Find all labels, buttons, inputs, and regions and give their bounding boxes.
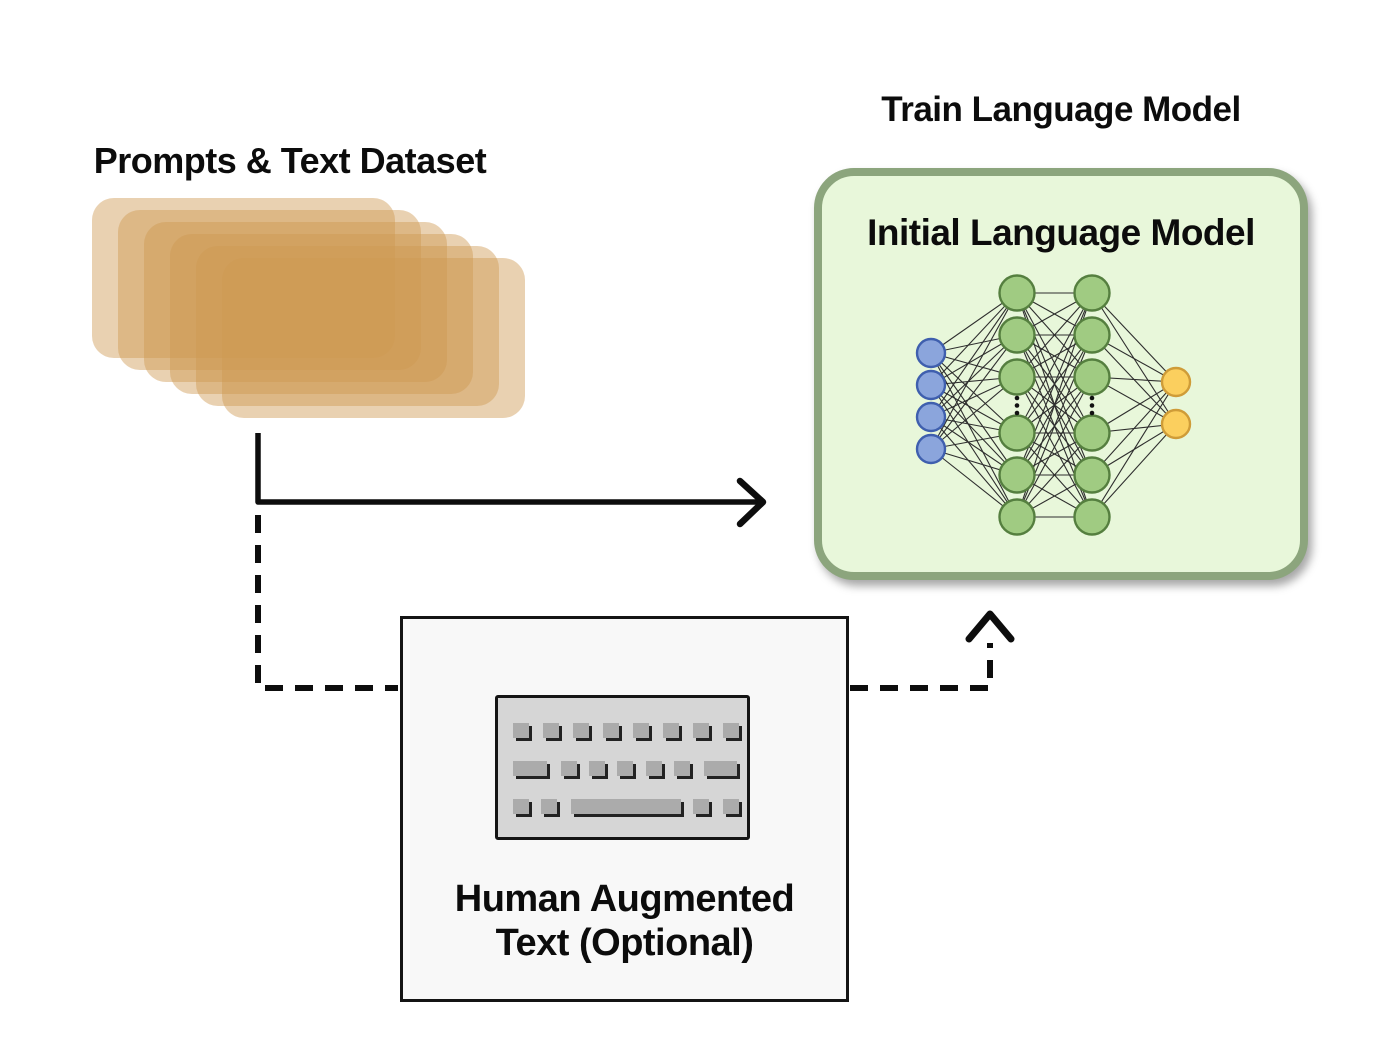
human-dashed-path-left xyxy=(255,515,398,691)
dataset-card xyxy=(92,198,395,358)
train-title: Train Language Model xyxy=(881,90,1241,129)
keyboard-icon xyxy=(495,695,750,840)
keyboard-key xyxy=(693,723,709,738)
model-title: Initial Language Model xyxy=(867,212,1255,253)
human-augmented-label-line1: Human Augmented xyxy=(454,878,795,920)
keyboard-key xyxy=(561,761,577,776)
dataset-title: Prompts & Text Dataset xyxy=(93,140,487,181)
dataset-card xyxy=(118,210,421,370)
human-dashed-path-right xyxy=(850,643,993,691)
train-arrow-line xyxy=(255,433,760,505)
keyboard-key xyxy=(633,723,649,738)
keyboard-key xyxy=(674,761,690,776)
human-augmented-label: Human Augmented Text (Optional) xyxy=(403,877,846,965)
dataset-card xyxy=(170,234,473,394)
keyboard-key xyxy=(513,761,547,776)
keyboard-key xyxy=(589,761,605,776)
human-arrow-head xyxy=(965,610,1015,643)
dataset-card xyxy=(144,222,447,382)
keyboard-key xyxy=(513,799,529,814)
keyboard-key xyxy=(723,723,739,738)
keyboard-key xyxy=(543,723,559,738)
keyboard-key xyxy=(646,761,662,776)
keyboard-key xyxy=(541,799,557,814)
keyboard-key xyxy=(617,761,633,776)
keyboard-key xyxy=(704,761,737,776)
keyboard-key xyxy=(573,723,589,738)
keyboard-key xyxy=(723,799,739,814)
train-arrow-head xyxy=(736,477,767,528)
initial-language-model-box: Initial Language Model xyxy=(814,168,1308,580)
keyboard-key xyxy=(663,723,679,738)
dataset-card xyxy=(222,258,525,418)
keyboard-key xyxy=(693,799,709,814)
keyboard-key xyxy=(571,799,681,814)
keyboard-key xyxy=(603,723,619,738)
keyboard-key xyxy=(513,723,529,738)
human-augmented-box: Human Augmented Text (Optional) xyxy=(400,616,849,1002)
dataset-card xyxy=(196,246,499,406)
human-augmented-label-line2: Text (Optional) xyxy=(495,922,754,964)
